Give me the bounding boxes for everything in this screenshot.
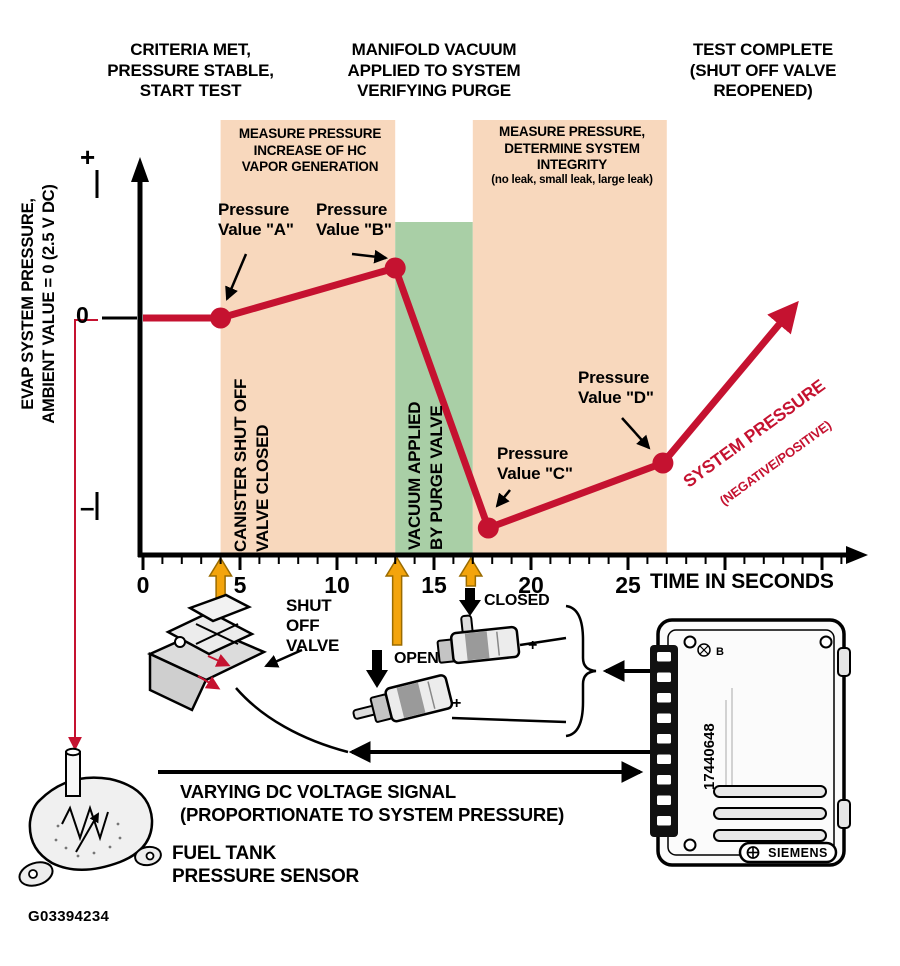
red-detail-arrow [207,654,231,667]
connector-slot [657,693,671,703]
subphase-note-2: (no leak, small leak, large leak) [491,174,653,186]
pressure-point-a [210,307,232,329]
region-label-vacuum: VACUUM APPLIED BY PURGE VALVE [405,401,446,550]
connector-slot [657,734,671,744]
texture-dot [64,846,68,850]
arrow-to-point-d [621,417,651,450]
closed-valve-down-arrow [459,588,481,616]
pressure-curve [143,257,799,539]
arrow-to-point-a [225,253,248,301]
phase-region [472,120,667,555]
sensor-label: FUEL TANK PRESSURE SENSOR [172,843,360,887]
shut-off-valve-label: SHUT OFF VALVE [286,596,340,655]
texture-dot [56,824,60,828]
siemens-badge [738,841,838,864]
texture-dot [108,845,112,849]
valve-event-arrow [458,556,484,587]
pressure-value-b-label: Pressure Value "B" [316,200,392,239]
connector-slot [657,775,671,785]
texture-dot [116,822,120,826]
potentiometer-symbol [61,804,109,842]
x-tick-label: 5 [234,572,247,598]
open-valve-label: OPEN [394,650,439,667]
screw-icon [683,635,697,649]
x-axis-arrow [846,546,868,564]
valve-state-arrows [366,588,481,688]
phase-regions [220,120,667,555]
pressure-value-c-label: Pressure Value "C" [497,444,573,483]
connector-slot [657,795,671,805]
arrow-to-shut-off-valve [264,648,303,668]
texture-dot [118,836,122,840]
subphase-label-1: MEASURE PRESSURE INCREASE OF HC VAPOR GE… [238,126,382,174]
screw-icon [683,838,697,852]
valve-event-arrows [208,556,484,646]
y-minus-label: – [80,492,95,522]
y-plus-label: + [80,142,95,172]
y-axis-arrow [131,157,149,182]
ecu-vent-slot [713,807,827,820]
y-axis-label: EVAP SYSTEM PRESSURE, AMBIENT VALUE = 0 … [19,184,58,424]
ecu-connector-slots [657,652,671,826]
shut-off-valve-illustration [146,593,349,754]
sensor-pipe [65,751,81,797]
phase-label-1: CRITERIA MET, PRESSURE STABLE, START TES… [107,40,274,100]
red-detail-arrow [197,675,221,690]
signal-label: VARYING DC VOLTAGE SIGNAL (PROPORTIONATE… [180,781,565,825]
closed-valve-label: CLOSED [484,592,550,609]
connector-slot [657,816,671,826]
ecu-marking: B [716,646,724,658]
pressure-point-b [384,257,406,279]
valve-group-bracket [565,604,597,738]
texture-dot [54,838,58,842]
y-zero-label: 0 [76,302,89,328]
x-tick-label: 15 [421,572,447,598]
pressure-value-a-label: Pressure Value "A" [218,200,294,239]
ecu-illustration: B 17440648 SIEMENS [650,618,851,867]
x-tick-label: 0 [137,572,150,598]
pressure-point-d [652,452,674,474]
connector-slot [657,713,671,723]
screw-icon [819,635,833,649]
sensor-texture-dots [54,822,122,858]
arrow-to-point-b [351,249,389,264]
open-valve-down-arrow [366,650,388,688]
ecu-vent-slot [713,785,827,798]
evap-pressure-line [143,264,799,532]
phase-region [395,222,473,555]
phase-region [220,120,396,555]
open-valve-plus: + [452,695,461,712]
x-tick-label: 10 [324,572,350,598]
ecu-part-number: 17440648 [701,723,718,790]
pressure-point-c [477,517,499,539]
closed-valve-plus: + [528,637,537,654]
x-tick-label: 20 [518,572,544,598]
connector-slot [657,652,671,662]
texture-dot [76,854,80,858]
circle-cross-icon [697,643,711,657]
purge-valve-open-illustration [352,674,454,723]
phase-label-2: MANIFOLD VACUUM APPLIED TO SYSTEM VERIFY… [347,40,521,100]
connector-slot [657,754,671,764]
ecu-vent-slot [713,829,827,842]
figure-id: G03394234 [28,908,110,925]
x-axis-ticks: 0 5 10 15 20 25 [137,555,843,598]
time-axis-label: TIME IN SECONDS [650,570,834,593]
arrow-to-point-c [495,489,511,508]
valve-wire [235,687,349,754]
phase-label-3: TEST COMPLETE (SHUT OFF VALVE REOPENED) [689,40,837,100]
pressure-value-d-label: Pressure Value "D" [578,368,654,407]
region-label-canister: CANISTER SHUT OFF VALVE CLOSED [231,378,272,552]
valve-event-arrow [384,556,410,646]
pressure-sensor-illustration [18,747,162,887]
purge-valve-closed-illustration [436,614,521,665]
connector-slot [657,672,671,682]
sensor-reference-line [68,319,98,751]
texture-dot [92,851,96,855]
annotation-arrows [225,249,651,668]
ecu-brand: SIEMENS [768,846,828,860]
subphase-label-2: MEASURE PRESSURE, DETERMINE SYSTEM INTEG… [499,124,645,172]
x-tick-label: 25 [615,572,641,598]
valve-wiring [158,604,650,783]
